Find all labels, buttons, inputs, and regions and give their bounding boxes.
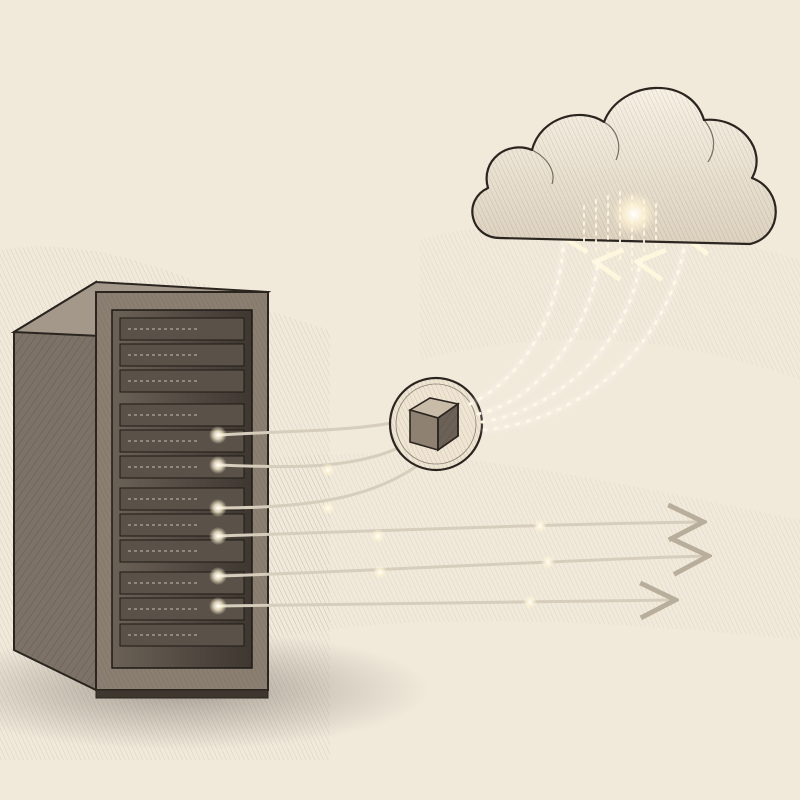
- flows-direct: [216, 522, 705, 606]
- flows-to-cloud-glow: [467, 233, 689, 433]
- arrow-line: [216, 600, 672, 606]
- cube-icon: [408, 397, 460, 452]
- server-rack: [10, 280, 272, 699]
- flow-line: [216, 458, 427, 510]
- vent-slots: [128, 328, 200, 636]
- arrow-line: [216, 556, 705, 578]
- arrow-line: [216, 522, 700, 536]
- cloud-icon: [471, 86, 777, 271]
- cloud-glow: [612, 192, 656, 236]
- glow-points: [209, 426, 555, 615]
- hub-node: [388, 376, 484, 472]
- flow-line: [216, 418, 410, 437]
